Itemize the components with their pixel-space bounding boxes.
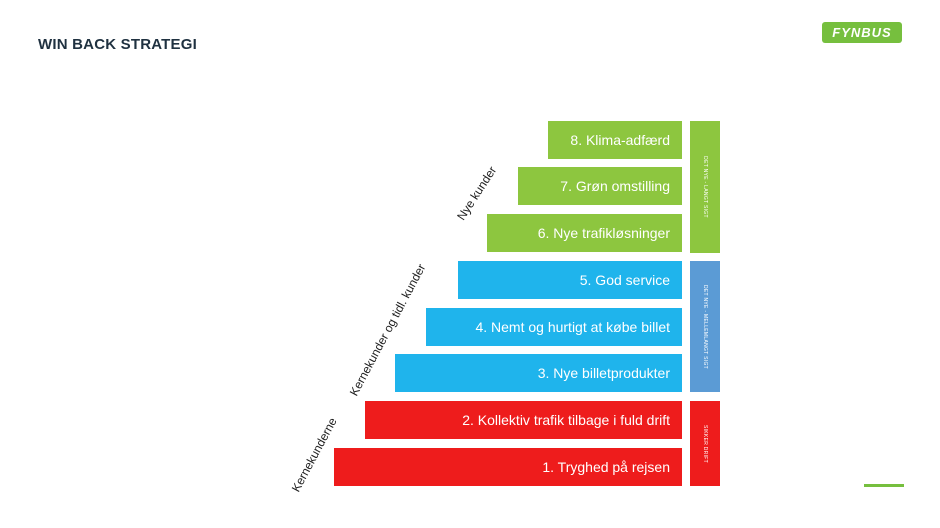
step-5: 5. God service <box>458 261 682 299</box>
side-label-medium-term: DET NYE - MELLEMLANGT SIGT <box>690 261 720 392</box>
step-1: 1. Tryghed på rejsen <box>334 448 682 486</box>
side-label-safe-operation: SIKKER DRIFT <box>690 401 720 486</box>
step-7: 7. Grøn omstilling <box>518 167 682 205</box>
step-4: 4. Nemt og hurtigt at købe billet <box>426 308 682 346</box>
side-label-long-term: DET NYE - LANGT SIGT <box>690 121 720 253</box>
group-label-core-customers: Kernekunderne <box>288 415 340 495</box>
step-6: 6. Nye trafikløsninger <box>487 214 682 252</box>
step-3: 3. Nye billetprodukter <box>395 354 682 392</box>
fynbus-logo: FYNBUS <box>822 22 902 43</box>
page-title: WIN BACK STRATEGI <box>38 36 197 53</box>
accent-line <box>864 484 904 487</box>
step-8: 8. Klima-adfærd <box>548 121 682 159</box>
step-2: 2. Kollektiv trafik tilbage i fuld drift <box>365 401 682 439</box>
